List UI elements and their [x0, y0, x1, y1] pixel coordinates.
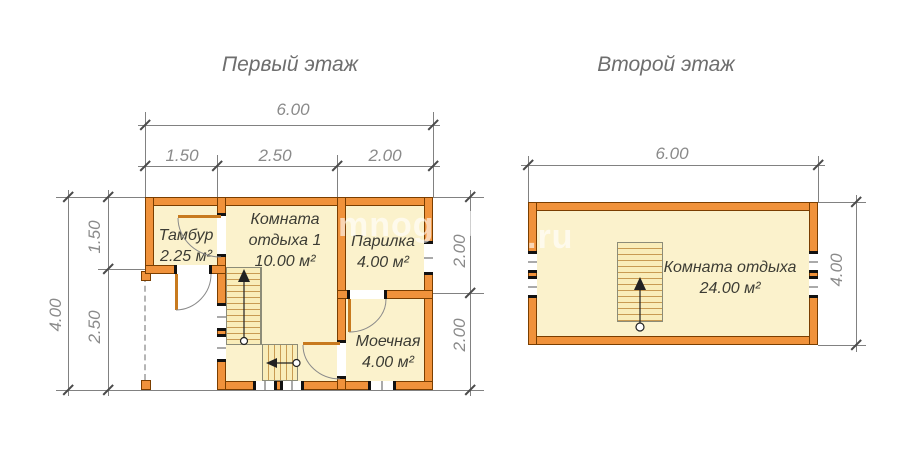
porch-post	[141, 380, 151, 390]
stair-start-marker	[292, 358, 301, 368]
window	[217, 303, 226, 331]
extension-line	[528, 156, 529, 202]
room-area: 4.00 м²	[357, 253, 409, 271]
door-leaf	[303, 342, 340, 345]
dimension-line	[521, 165, 825, 166]
dimension-label: 6.00	[276, 100, 310, 119]
room-label-moechnaya: Моечная 4.00 м²	[344, 332, 432, 374]
watermark-text: .ru	[527, 218, 574, 256]
stair-start-marker	[635, 322, 645, 332]
dimension-line	[68, 190, 69, 396]
wall	[528, 202, 537, 345]
extension-line	[433, 293, 484, 294]
window	[528, 251, 537, 273]
door-swing-arc	[302, 344, 341, 380]
room-name: Комната отдыха	[663, 259, 797, 276]
window	[217, 334, 226, 362]
window	[528, 276, 537, 298]
room-name: Моечная	[355, 333, 421, 350]
window	[368, 381, 396, 390]
stair-direction-arrow	[238, 269, 250, 282]
extension-line	[56, 197, 145, 198]
extension-line	[145, 112, 146, 197]
door-swing-arc	[177, 217, 222, 258]
dimension-label: 2.00	[368, 146, 402, 165]
stair-direction-arrow	[266, 358, 277, 368]
door-opening	[347, 290, 387, 299]
dimension-line	[108, 190, 109, 396]
stair-start-marker	[239, 336, 249, 346]
dimension-label: 2.50	[258, 146, 292, 165]
door-leaf	[178, 215, 221, 218]
extension-line	[433, 197, 484, 198]
door-leaf	[348, 299, 351, 332]
window	[424, 241, 433, 275]
window	[809, 276, 818, 298]
extension-line	[98, 269, 145, 270]
door-opening	[337, 340, 346, 379]
stair-direction-arrow	[634, 277, 646, 290]
porch-open-edge	[144, 276, 146, 380]
dimension-line	[138, 125, 440, 126]
wall	[809, 202, 818, 345]
door-opening	[174, 265, 212, 274]
window	[809, 251, 818, 273]
room-area: 10.00 м²	[254, 252, 316, 270]
extension-line	[818, 156, 819, 202]
dimension-line	[856, 195, 857, 352]
door-swing-arc	[175, 273, 212, 311]
door-opening	[217, 213, 226, 257]
floor2-title: Второй этаж	[597, 53, 735, 76]
floor1-porch	[145, 274, 226, 390]
room-name: Тамбур	[158, 227, 214, 244]
room-name: Парилка	[351, 233, 415, 250]
extension-line	[818, 345, 866, 346]
watermark-text: mnogodo	[338, 206, 500, 244]
window	[280, 381, 304, 390]
floor1-title: Первый этаж	[221, 53, 359, 76]
extension-line	[337, 155, 338, 197]
dimension-label: 1.50	[165, 146, 199, 165]
room-area: 24.00 м²	[699, 279, 761, 297]
room-name: Комната отдыха 1	[248, 211, 322, 249]
floor2-interior	[528, 202, 818, 345]
room-area: 4.00 м²	[362, 353, 414, 371]
dimension-line	[138, 166, 440, 167]
ground-line	[56, 390, 484, 391]
room-label-otdyha2: Комната отдыха 24.00 м²	[645, 258, 815, 300]
dimension-label: 6.00	[655, 144, 689, 163]
extension-line	[217, 155, 218, 197]
door-leaf	[175, 274, 178, 310]
door-swing-arc	[348, 298, 387, 333]
room-label-tambur: Тамбур 2.25 м²	[146, 226, 226, 268]
extension-line	[433, 112, 434, 197]
extension-line	[818, 202, 866, 203]
room-label-parilka: Парилка 4.00 м²	[340, 232, 426, 274]
wall	[217, 197, 226, 390]
room-label-otdyha1: Комната отдыха 1 10.00 м²	[233, 210, 337, 272]
window	[253, 381, 277, 390]
